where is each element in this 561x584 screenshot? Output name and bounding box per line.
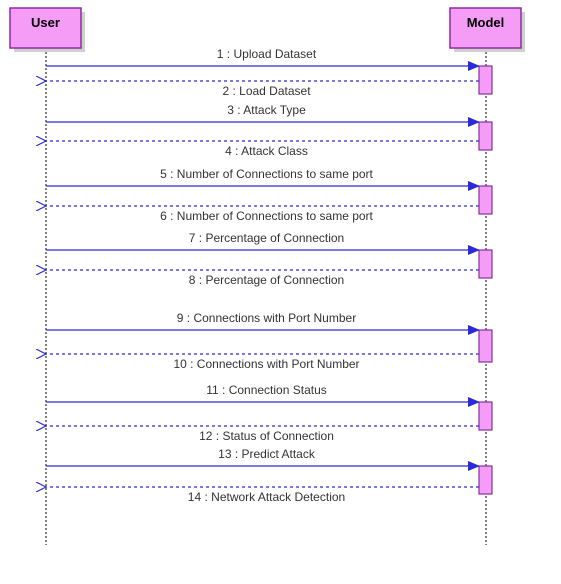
activation-bar [478,401,493,431]
message-label: 12 : Status of Connection [199,429,334,443]
message-label: 2 : Load Dataset [222,84,311,98]
actor-model-label: Model [467,15,505,30]
actor-user[interactable]: User [9,7,85,52]
message-label: 11 : Connection Status [206,383,327,397]
call-message[interactable]: 1 : Upload Dataset [46,47,480,71]
return-message[interactable]: 12 : Status of Connection [46,426,479,443]
message-label: 1 : Upload Dataset [217,47,317,61]
return-message[interactable]: 10 : Connections with Port Number [46,354,479,371]
message-label: 8 : Percentage of Connection [189,273,344,287]
activation-bar [478,121,493,151]
activation-bar [478,329,493,363]
return-message[interactable]: 6 : Number of Connections to same port [46,206,479,223]
call-message[interactable]: 9 : Connections with Port Number [46,311,480,335]
call-message[interactable]: 7 : Percentage of Connection [46,231,480,255]
actor-model[interactable]: Model [449,7,525,52]
activation-bar [478,185,493,215]
call-message[interactable]: 11 : Connection Status [46,383,480,407]
activation-bar [478,249,493,279]
activation-bars [478,65,493,495]
message-label: 9 : Connections with Port Number [177,311,356,325]
call-message[interactable]: 5 : Number of Connections to same port [46,167,480,191]
return-message[interactable]: 14 : Network Attack Detection [46,487,479,504]
message-label: 14 : Network Attack Detection [188,490,345,504]
activation-bar [478,465,493,495]
message-label: 13 : Predict Attack [218,447,316,461]
return-message[interactable]: 8 : Percentage of Connection [46,270,479,287]
message-label: 10 : Connections with Port Number [173,357,359,371]
actor-user-label: User [31,15,60,30]
message-list: 1 : Upload Dataset 2 : Load Dataset 3 : At… [46,47,480,504]
activation-bar [478,65,493,95]
message-label: 7 : Percentage of Connection [189,231,344,245]
return-message[interactable]: 2 : Load Dataset [46,81,479,98]
call-message[interactable]: 3 : Attack Type [46,103,480,127]
message-label: 5 : Number of Connections to same port [160,167,373,181]
call-message[interactable]: 13 : Predict Attack [46,447,480,471]
message-label: 6 : Number of Connections to same port [160,209,373,223]
message-label: 3 : Attack Type [227,103,306,117]
message-label: 4 : Attack Class [225,144,308,158]
return-message[interactable]: 4 : Attack Class [46,141,479,158]
